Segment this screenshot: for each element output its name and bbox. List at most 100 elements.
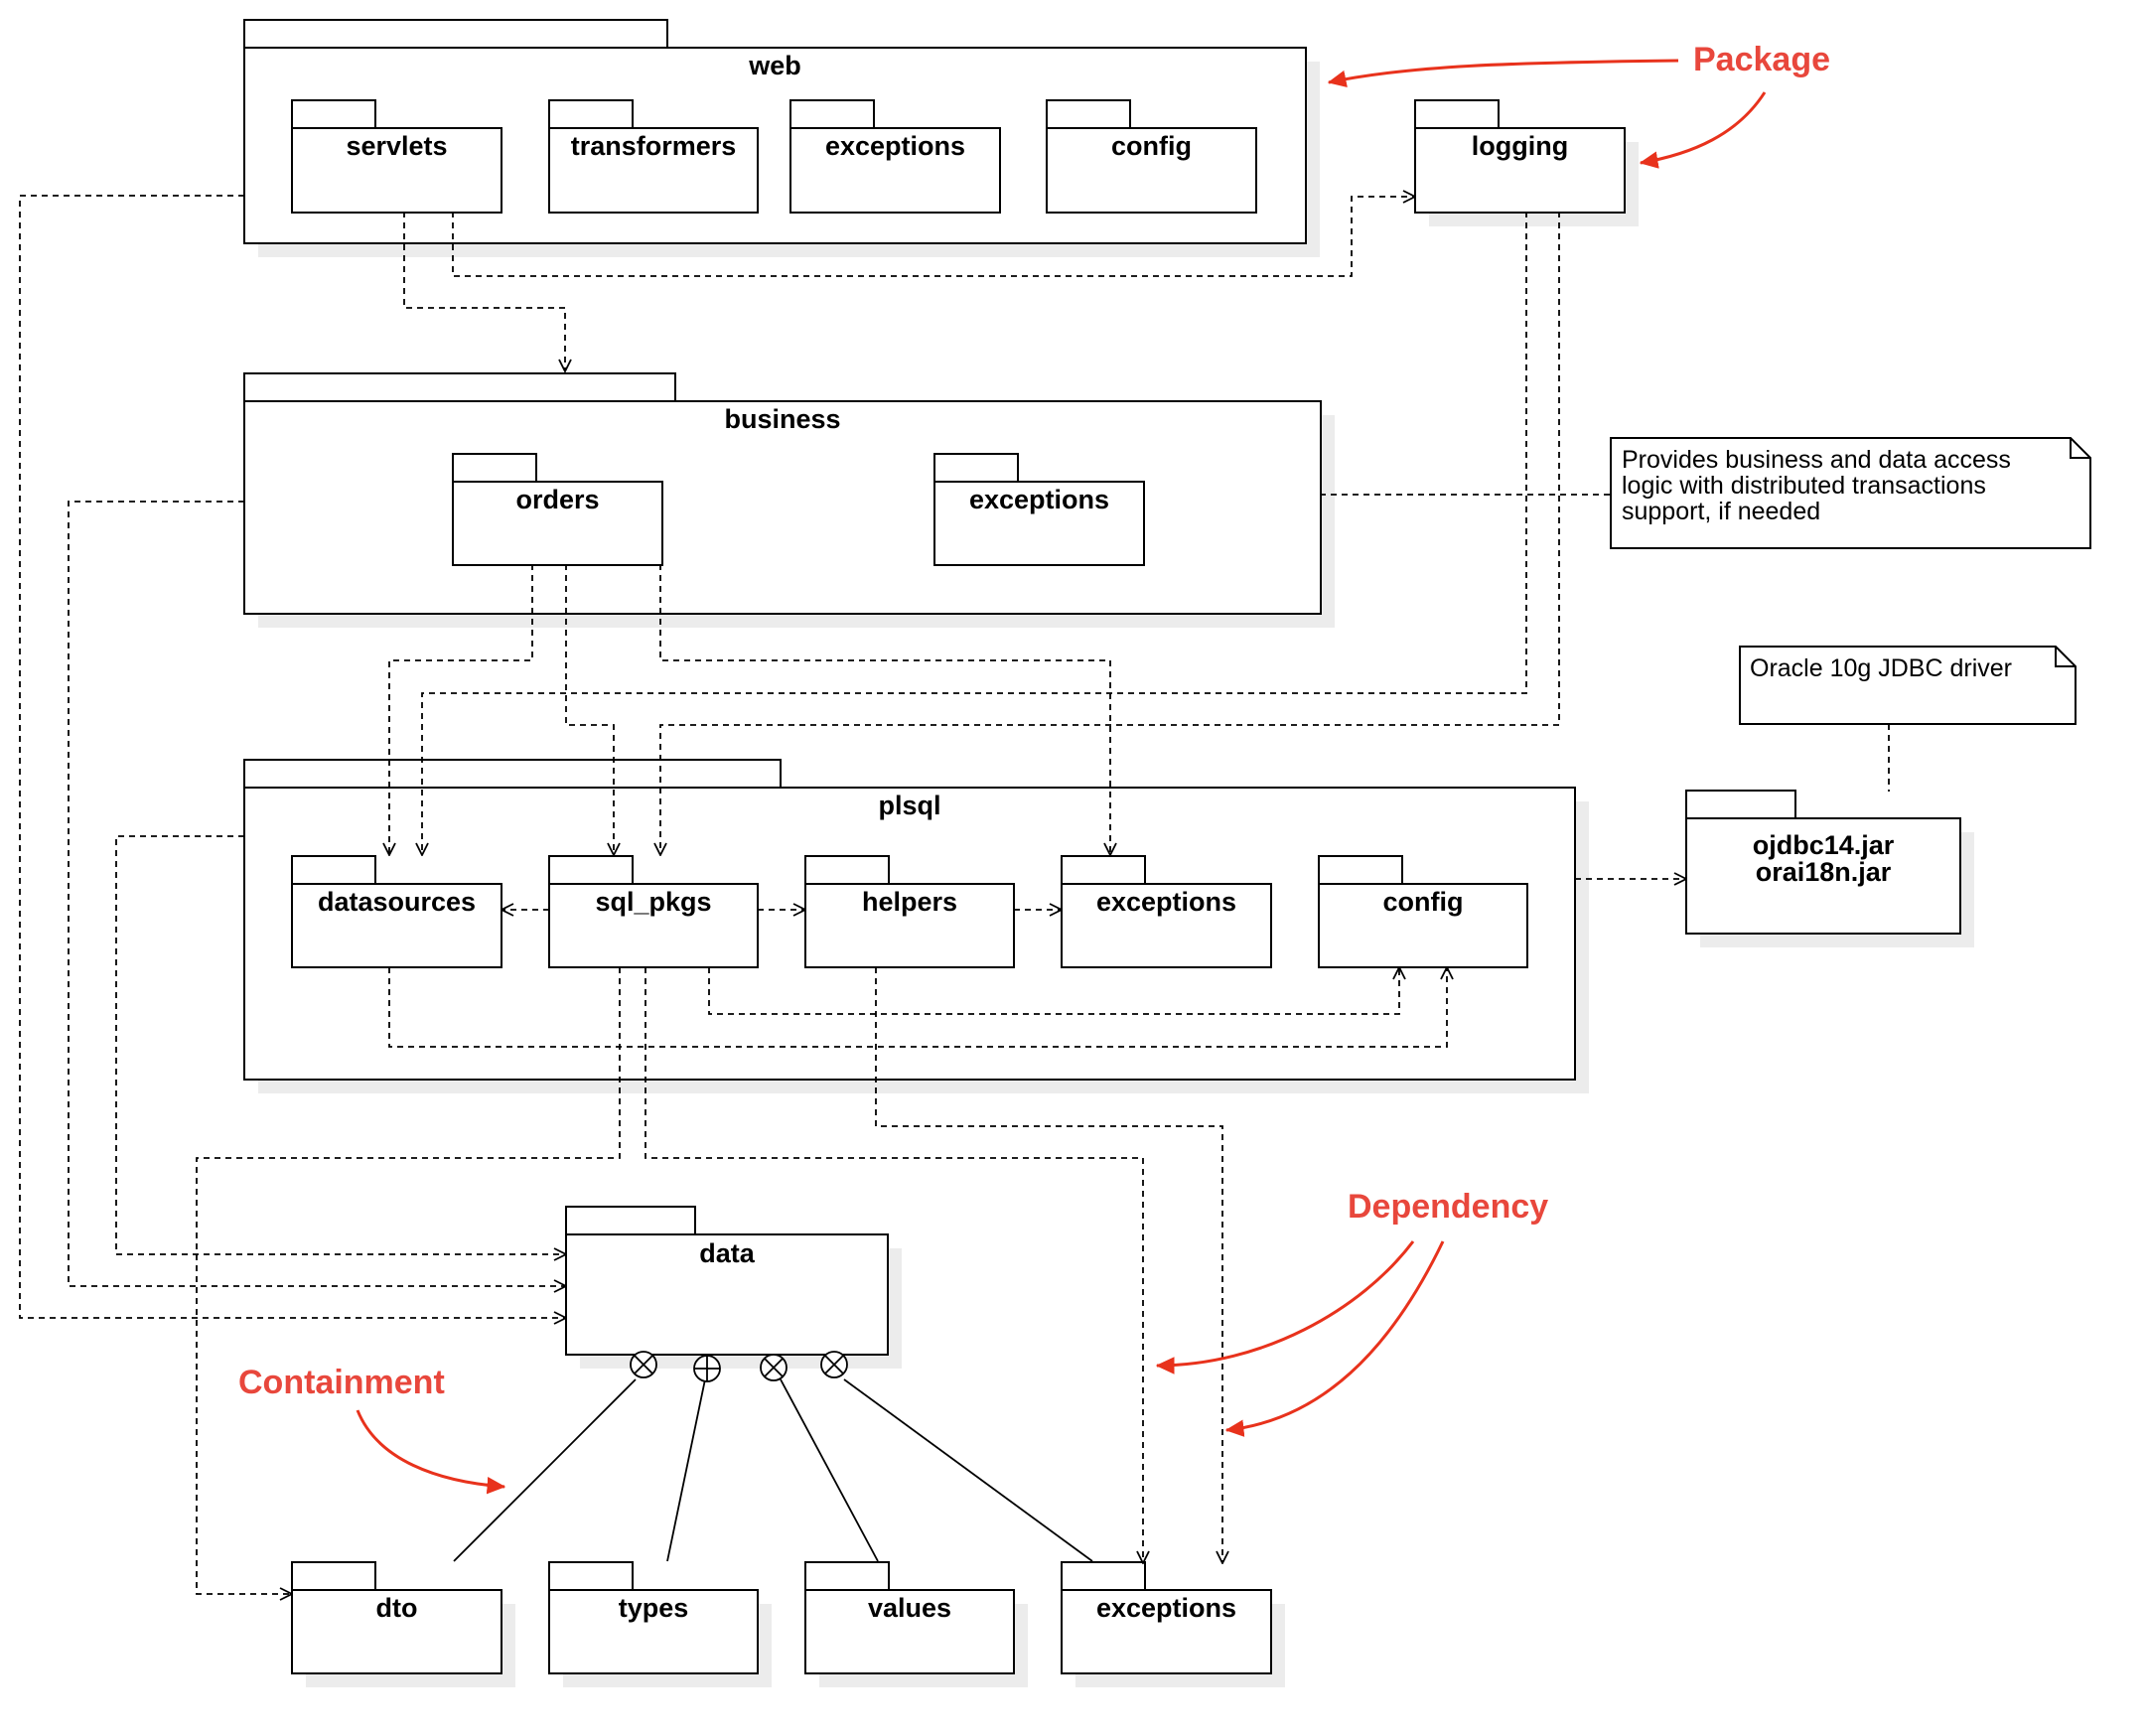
containment-circle-dto <box>630 1351 657 1378</box>
package-business-title: business <box>724 404 840 434</box>
dep-sqlpkgs-config <box>708 967 1399 1015</box>
dep-orders-datasources <box>389 564 533 855</box>
package-business-exceptions-body <box>933 481 1145 566</box>
package-datasources-title: datasources <box>318 887 476 917</box>
package-types: types <box>548 1561 759 1674</box>
containment-circle-values <box>760 1354 788 1381</box>
dep-servlets-business <box>403 212 565 371</box>
package-sql-pkgs-title: sql_pkgs <box>595 887 711 917</box>
package-data-exceptions-body <box>1061 1589 1272 1674</box>
containment-circle-types <box>693 1355 721 1382</box>
package-sql-pkgs-tab <box>548 855 634 885</box>
package-values: values <box>804 1561 1015 1674</box>
dep-sqlpkgs-dto <box>196 967 621 1594</box>
package-orders-body <box>452 481 663 566</box>
package-jars-jar-line1: ojdbc14.jar <box>1753 830 1895 860</box>
package-dto-title: dto <box>376 1593 418 1623</box>
package-web-config-tab <box>1046 99 1131 129</box>
package-web-config-body <box>1046 127 1257 214</box>
package-web-exceptions-tab <box>789 99 875 129</box>
package-types-tab <box>548 1561 634 1591</box>
containment-dto <box>453 1378 637 1562</box>
package-logging-tab <box>1414 99 1500 129</box>
package-business-tab <box>243 372 676 402</box>
package-web-exceptions: exceptions <box>789 99 1001 214</box>
package-web-tab <box>243 19 668 49</box>
annotation-dependency: Dependency <box>1348 1188 1548 1226</box>
business-note: Provides business and data access logic … <box>1610 437 2091 549</box>
package-values-body <box>804 1589 1015 1674</box>
containment-lines <box>453 1378 1093 1562</box>
dep-sqlpkgs-data-exceptions <box>645 967 1143 1563</box>
package-data-exceptions-title: exceptions <box>1096 1593 1236 1623</box>
driver-note-text: Oracle 10g JDBC driver <box>1750 654 2012 682</box>
package-web-config-title: config <box>1111 131 1192 161</box>
package-dto-body <box>291 1589 502 1674</box>
package-servlets-tab <box>291 99 376 129</box>
package-servlets: servlets <box>291 99 502 214</box>
package-web-title: web <box>748 51 801 80</box>
package-orders: orders <box>452 453 663 566</box>
business-note-line-2: logic with distributed transactions <box>1622 472 1986 500</box>
containment-exceptions <box>843 1378 1093 1562</box>
package-arrow-logging <box>1639 91 1767 169</box>
package-values-tab <box>804 1561 890 1591</box>
package-transformers-tab <box>548 99 634 129</box>
package-data-tab <box>565 1206 696 1235</box>
package-business-exceptions-tab <box>933 453 1019 483</box>
package-dto: dto <box>291 1561 502 1674</box>
dep-sqlpkgs-logging <box>660 212 1560 855</box>
package-plsql-config-body <box>1318 883 1528 968</box>
package-helpers: helpers <box>804 855 1015 968</box>
package-jars-body <box>1685 817 1961 935</box>
containment-circle-exceptions <box>820 1351 848 1378</box>
package-data-exceptions: exceptions <box>1061 1561 1272 1674</box>
package-servlets-title: servlets <box>346 131 447 161</box>
annotation-arrows <box>356 59 1767 1495</box>
package-transformers-title: transformers <box>571 131 737 161</box>
package-plsql-config-title: config <box>1383 887 1464 917</box>
dep-servlets-logging <box>452 197 1415 277</box>
package-logging-body <box>1414 127 1626 214</box>
package-transformers-body <box>548 127 759 214</box>
package-sql-pkgs: sql_pkgs <box>548 855 759 968</box>
package-plsql-exceptions-body <box>1061 883 1272 968</box>
package-plsql-config-tab <box>1318 855 1403 885</box>
containment-symbols <box>630 1351 848 1382</box>
annotation-package: Package <box>1693 41 1830 78</box>
containment-types <box>666 1378 706 1562</box>
package-data-exceptions-tab <box>1061 1561 1146 1591</box>
dependencies <box>19 196 1686 1594</box>
package-arrow-web <box>1327 59 1679 88</box>
dep-orders-sqlpkgs <box>565 564 614 855</box>
containment-values <box>780 1378 879 1562</box>
package-business: business <box>243 372 1322 615</box>
package-web-exceptions-title: exceptions <box>825 131 965 161</box>
dep-business-data <box>68 501 566 1286</box>
driver-note: Oracle 10g JDBC driver <box>1739 646 2077 725</box>
package-sql-pkgs-body <box>548 883 759 968</box>
package-jars-tab <box>1685 790 1796 819</box>
package-jars-jar-line2: orai18n.jar <box>1756 857 1892 887</box>
dep-orders-exceptions <box>659 564 1110 855</box>
dependency-arrow-right <box>1224 1240 1445 1437</box>
annotations: Package Dependency Containment <box>238 41 1830 1401</box>
package-orders-title: orders <box>515 485 599 514</box>
package-web-exceptions-body <box>789 127 1001 214</box>
package-logging-title: logging <box>1472 131 1568 161</box>
package-types-title: types <box>619 1593 689 1623</box>
annotation-containment: Containment <box>238 1364 445 1401</box>
package-transformers: transformers <box>548 99 759 214</box>
package-web-config: config <box>1046 99 1257 214</box>
business-note-line-3: support, if needed <box>1622 498 1820 525</box>
package-business-exceptions-title: exceptions <box>969 485 1109 514</box>
package-data-title: data <box>699 1238 756 1268</box>
package-datasources-tab <box>291 855 376 885</box>
package-data: data <box>565 1206 889 1356</box>
package-servlets-body <box>291 127 502 214</box>
package-plsql-exceptions-title: exceptions <box>1096 887 1236 917</box>
containment-arrow <box>356 1409 506 1495</box>
package-plsql-tab <box>243 759 782 789</box>
